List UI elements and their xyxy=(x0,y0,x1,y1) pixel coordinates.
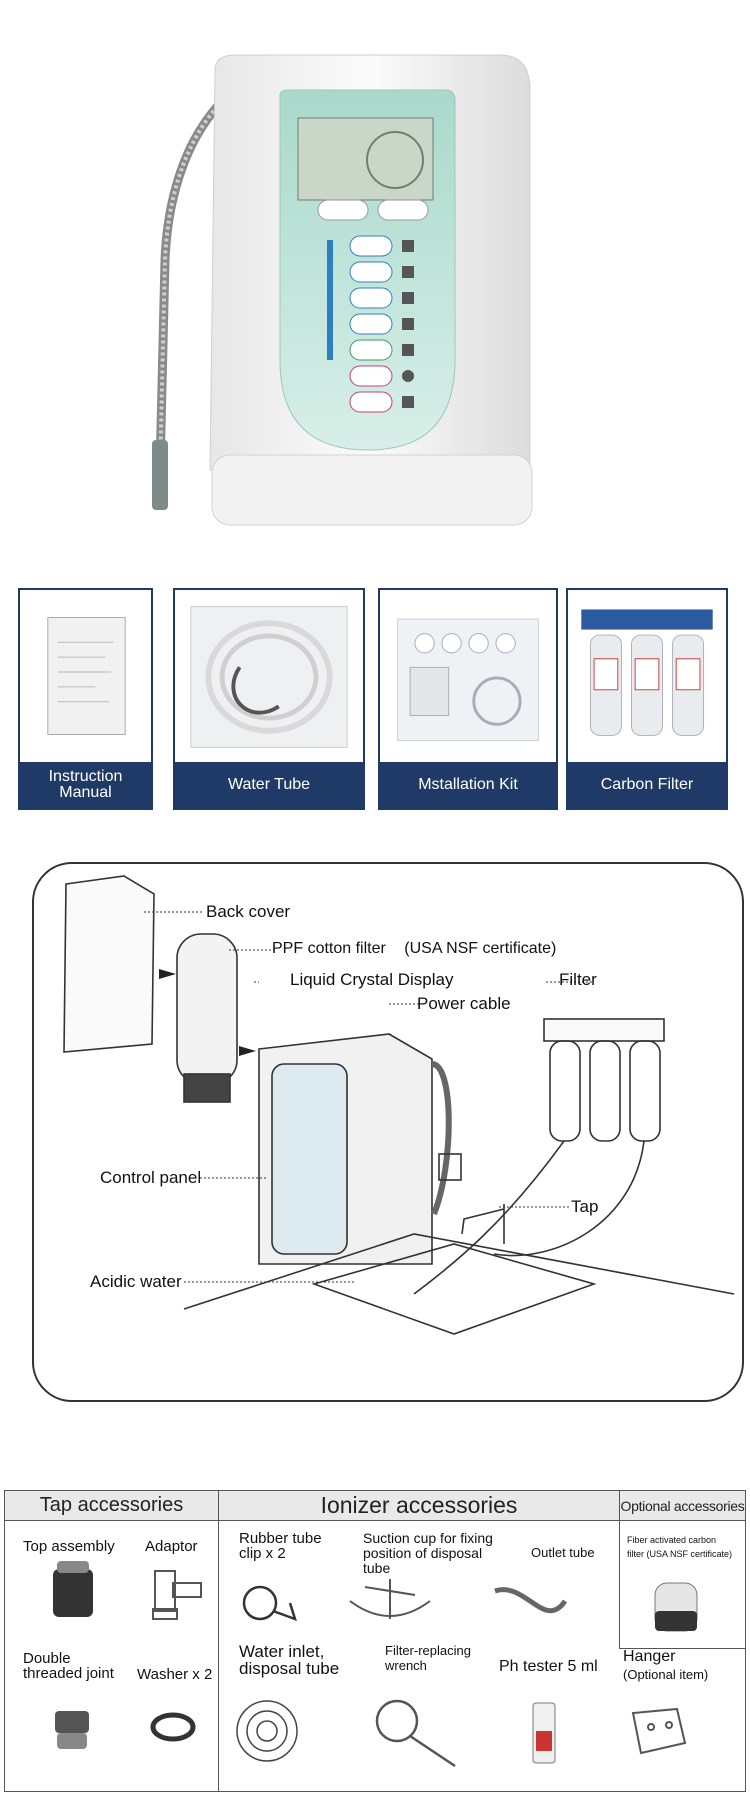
accessories-table: Tap accessories Ionizer accessories Opti… xyxy=(4,1490,746,1792)
divider xyxy=(619,1648,745,1649)
label-tap: Tap xyxy=(571,1197,599,1216)
package-card-carbon-filter: Carbon Filter xyxy=(566,588,728,810)
label-fiber-filter: Fiber activated carbon filter (USA NSF c… xyxy=(627,1535,733,1559)
label-filter: Filter xyxy=(559,970,597,989)
label-lcd: Liquid Crystal Display xyxy=(290,970,454,989)
water-tube-icon xyxy=(181,596,357,758)
package-card-installation-kit: Mstallation Kit xyxy=(378,588,558,810)
divider xyxy=(619,1491,620,1649)
label-top-assembly: Top assembly xyxy=(23,1538,115,1555)
manual-icon xyxy=(26,596,145,758)
top-assembly-icon xyxy=(53,1561,93,1617)
washer-icon xyxy=(150,1712,196,1742)
optional-accessories-header: Optional accessories xyxy=(620,1491,745,1521)
label-suction-cup: Suction cup for fixing position of dispo… xyxy=(363,1530,493,1576)
label-washer: Washer x 2 xyxy=(137,1666,213,1683)
package-card-water-tube: Water Tube xyxy=(173,588,365,810)
package-caption: Water Tube xyxy=(175,762,363,808)
installation-diagram: Back cover PPF cotton filter (USA NSF ce… xyxy=(32,862,744,1402)
label-adaptor: Adaptor xyxy=(145,1538,198,1555)
tap-accessories-header: Tap accessories xyxy=(5,1491,218,1521)
ionizer-accessories-header: Ionizer accessories xyxy=(219,1491,619,1521)
label-power-cable: Power cable xyxy=(417,994,511,1013)
label-back-cover: Back cover xyxy=(206,902,291,921)
installation-drawing xyxy=(63,875,735,1335)
divider xyxy=(218,1491,219,1791)
installation-kit-icon xyxy=(386,596,550,758)
ppf-filter-cert: (USA NSF certificate) xyxy=(404,940,557,957)
double-joint-icon xyxy=(55,1711,89,1749)
suction-cup-icon xyxy=(349,1579,431,1619)
label-acidic-water: Acidic water xyxy=(90,1272,182,1291)
label-hanger-note: (Optional item) xyxy=(623,1667,709,1682)
product-hero-image xyxy=(0,0,750,560)
fiber-filter-icon xyxy=(654,1582,698,1632)
label-double-joint: Double threaded joint xyxy=(23,1650,114,1682)
inlet-tube-icon xyxy=(236,1700,298,1762)
package-caption: Instruction Manual xyxy=(20,762,151,808)
label-control-panel: Control panel xyxy=(100,1168,202,1187)
package-caption: Mstallation Kit xyxy=(380,762,556,808)
outlet-tube-icon xyxy=(494,1587,568,1614)
package-card-manual: Instruction Manual xyxy=(18,588,153,810)
rubber-clip-icon xyxy=(242,1585,297,1622)
label-wrench: Filter-replacing wrench xyxy=(385,1643,471,1673)
ph-tester-icon xyxy=(532,1702,556,1764)
carbon-filter-icon xyxy=(574,596,720,758)
water-ionizer-illustration xyxy=(152,54,533,526)
label-hanger: Hanger xyxy=(623,1648,676,1665)
label-ppf-filter: PPF cotton filter (USA NSF certificate) xyxy=(272,940,556,958)
label-outlet-tube: Outlet tube xyxy=(531,1545,595,1560)
label-rubber-clip: Rubber tube clip x 2 xyxy=(239,1530,322,1562)
label-water-inlet: Water inlet, disposal tube xyxy=(239,1642,340,1678)
ppf-filter-name: PPF cotton filter xyxy=(272,940,386,957)
wrench-icon xyxy=(375,1699,456,1768)
accessory-icons xyxy=(53,1561,698,1768)
package-caption: Carbon Filter xyxy=(568,762,726,808)
label-ph-tester: Ph tester 5 ml xyxy=(499,1658,598,1675)
hanger-icon xyxy=(631,1707,687,1755)
adaptor-icon xyxy=(152,1570,202,1620)
